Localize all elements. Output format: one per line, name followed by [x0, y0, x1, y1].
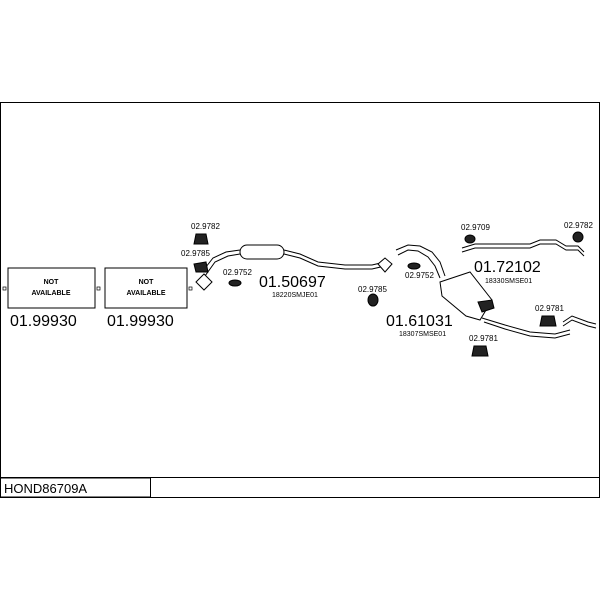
part-not-available-2[interactable]: NOT AVAILABLE [104, 267, 193, 309]
diagram-code: HOND86709A [4, 481, 87, 496]
part-number-p2: 01.99930 [107, 313, 174, 330]
accessory-a8[interactable]: 02.9781 [535, 304, 564, 327]
accessory-number-a4: 02.9785 [358, 285, 387, 294]
main-silencer[interactable] [395, 244, 571, 339]
tail-section[interactable] [562, 315, 597, 329]
not-available-label-1b: AVAILABLE [31, 290, 70, 297]
part-not-available-1[interactable]: NOT AVAILABLE [2, 267, 101, 309]
accessory-number-a6: 02.9709 [461, 223, 490, 232]
accessory-number-a9: 02.9781 [469, 334, 498, 343]
accessory-number-a8: 02.9781 [535, 304, 564, 313]
connector-dot [188, 286, 193, 291]
accessory-number-a3: 02.9752 [223, 268, 252, 277]
oem-number-p4: 18307SMSE01 [399, 331, 446, 338]
accessory-a5[interactable]: 02.9752 [405, 262, 434, 280]
oem-number-p5: 18330SMSE01 [485, 278, 532, 285]
accessory-number-a2: 02.9785 [181, 249, 210, 258]
accessory-a1[interactable]: 02.9782 [191, 222, 220, 245]
part-number-p5: 01.72102 [474, 259, 541, 276]
accessory-number-a7: 02.9782 [564, 221, 593, 230]
accessory-a7[interactable]: 02.9782 [564, 221, 593, 243]
diagram-code-box [0, 477, 151, 498]
accessory-a2[interactable]: 02.9785 [181, 249, 210, 273]
accessory-a3[interactable]: 02.9752 [223, 268, 252, 287]
accessory-a9[interactable]: 02.9781 [469, 334, 498, 357]
accessory-a6[interactable]: 02.9709 [461, 223, 490, 244]
connector-dot [96, 286, 101, 291]
not-available-label-1: NOT [44, 279, 60, 286]
not-available-label-2: NOT [139, 279, 155, 286]
connector-dot [2, 286, 7, 291]
accessory-number-a1: 02.9782 [191, 222, 220, 231]
part-number-p3: 01.50697 [259, 274, 326, 291]
part-number-p1: 01.99930 [10, 313, 77, 330]
oem-number-p3: 18220SMJE01 [272, 292, 318, 299]
rear-pipe[interactable] [461, 239, 585, 257]
not-available-label-2b: AVAILABLE [126, 290, 165, 297]
middle-silencer-pipe[interactable] [195, 244, 386, 291]
accessory-a4[interactable]: 02.9785 [358, 257, 393, 307]
part-number-p4: 01.61031 [386, 313, 453, 330]
accessory-number-a5: 02.9752 [405, 271, 434, 280]
